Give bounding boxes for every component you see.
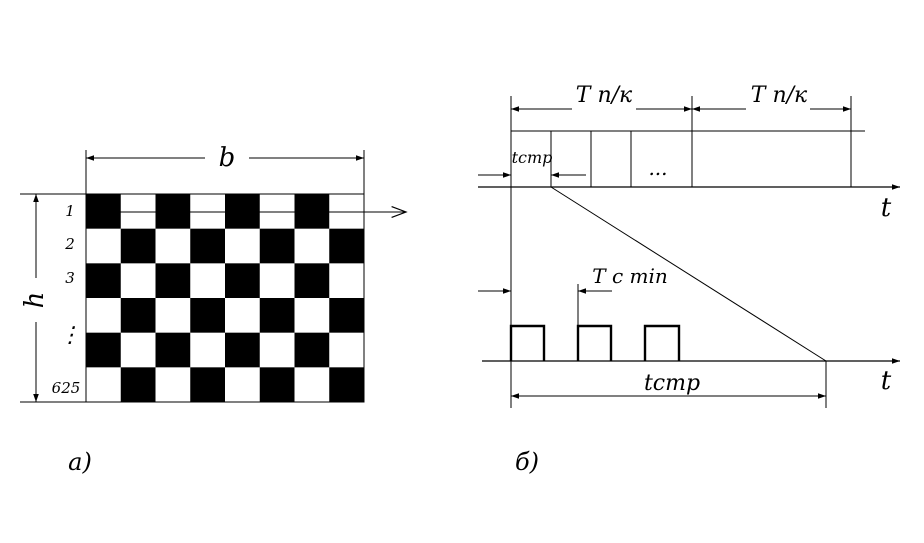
figure-b: t ... T п/к T п/к tстр t T c min (478, 83, 900, 476)
period-2-label: T п/к (751, 83, 808, 108)
caption-a: а) (68, 448, 92, 476)
checker-cell-black (259, 298, 295, 333)
caption-b: б) (515, 448, 539, 476)
checker-cell-black (225, 332, 260, 368)
checker-cell-black (259, 367, 295, 402)
pulse-1 (509, 324, 546, 361)
checker-cell-black (294, 194, 330, 229)
pulse-3 (643, 324, 681, 361)
frame-strip-ellipsis: ... (648, 156, 667, 180)
checker-cell-black (120, 367, 156, 402)
t-str-bottom-label: tстр (644, 371, 700, 396)
checker-cell-black (259, 228, 295, 264)
checker-cell-black (329, 298, 364, 333)
checker-cell-black (155, 194, 191, 229)
row-label-2: 2 (64, 235, 75, 253)
b-label: b (219, 143, 236, 173)
checker-cell-black (155, 263, 191, 298)
checker-cell-black (86, 332, 121, 368)
checker-cell-black (190, 367, 225, 402)
time-axis-top-label: t (881, 193, 892, 223)
pulse-2 (576, 324, 613, 361)
checker-cell-black (86, 194, 121, 229)
checker-cell-black (190, 298, 225, 333)
figure-a: b h 1 2 3 ⋮ 625 а) (20, 143, 408, 476)
row-label-3: 3 (65, 269, 75, 287)
time-stretch-line (550, 186, 827, 362)
checker-cell-black (329, 228, 364, 264)
t-min-label: T c min (592, 264, 668, 288)
checker-cell-black (120, 228, 156, 264)
checker-cell-black (225, 194, 260, 229)
checker-cell-black (294, 332, 330, 368)
h-label: h (20, 292, 50, 309)
checker-cell-black (155, 332, 191, 368)
period-1-label: T п/к (576, 83, 633, 108)
checker-cell-black (120, 298, 156, 333)
checker-cell-black (225, 263, 260, 298)
row-label-625: 625 (52, 379, 81, 397)
row-label-dots: ⋮ (59, 323, 81, 348)
t-str-top-label: tстр (512, 148, 553, 167)
time-axis-bottom-label: t (881, 366, 892, 396)
row-label-1: 1 (65, 202, 75, 220)
checker-cell-black (86, 263, 121, 298)
checker-cell-black (190, 228, 225, 264)
checker-cell-black (329, 367, 364, 402)
checker-cell-black (294, 263, 330, 298)
raster-frame (85, 193, 365, 403)
checkerboard (86, 194, 364, 402)
